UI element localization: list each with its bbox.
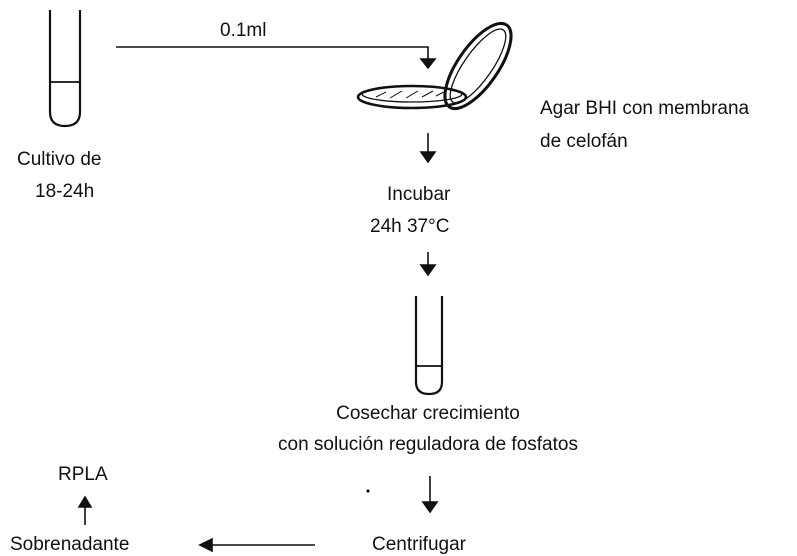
incubate-label-line1: Incubar <box>387 185 450 204</box>
arrow-to-supernatant <box>200 539 315 551</box>
agar-label-line2: de celofán <box>540 132 628 151</box>
culture-label-line1: Cultivo de <box>17 150 102 169</box>
rpla-label: RPLA <box>58 465 108 484</box>
culture-label-line2: 18-24h <box>35 182 94 201</box>
harvest-label-line1: Cosechar crecimiento <box>250 404 606 423</box>
arrow-to-incubate <box>421 133 435 162</box>
petri-dish-lid-icon <box>433 14 523 119</box>
supernatant-label: Sobrenadante <box>10 535 129 554</box>
speck-mark <box>366 489 369 492</box>
arrow-to-rpla <box>79 497 91 525</box>
harvest-label-line2: con solución reguladora de fosfatos <box>200 435 656 454</box>
arrow-to-centrifuge <box>423 476 437 512</box>
volume-label: 0.1ml <box>220 21 266 40</box>
agar-label-line1: Agar BHI con membrana <box>540 99 749 118</box>
harvest-test-tube <box>416 296 442 394</box>
incubate-label-line2: 24h 37°C <box>370 217 449 236</box>
centrifuge-label: Centrifugar <box>372 535 466 554</box>
culture-test-tube <box>50 10 80 126</box>
arrow-to-harvest <box>421 252 435 275</box>
transfer-arrow <box>116 47 435 68</box>
